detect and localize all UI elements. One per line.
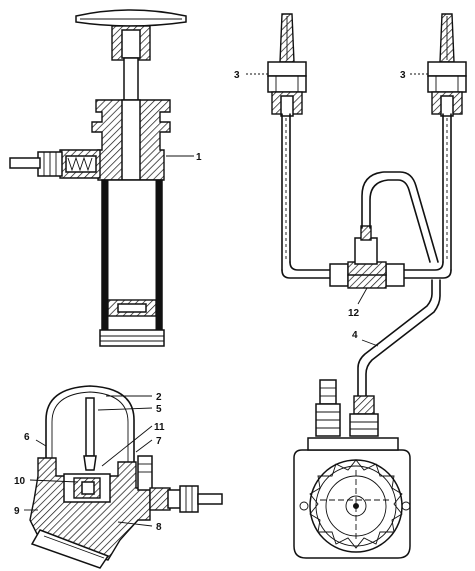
hand-pump bbox=[9, 9, 194, 347]
callout-7: 7 bbox=[156, 436, 162, 447]
supply-fitting bbox=[349, 413, 379, 437]
valve-outlet-nut bbox=[179, 485, 199, 513]
callout-6: 6 bbox=[24, 432, 30, 443]
dip-tube bbox=[85, 397, 95, 457]
callout-9: 9 bbox=[14, 506, 20, 517]
callout-10: 10 bbox=[14, 476, 26, 487]
tee-left-nut bbox=[329, 263, 349, 287]
callout-8: 8 bbox=[156, 522, 162, 533]
glass-dome bbox=[45, 385, 135, 471]
reservoir-assembly bbox=[293, 379, 411, 559]
tee-top-nut bbox=[354, 237, 378, 265]
callout-11: 11 bbox=[154, 422, 165, 433]
callout-5: 5 bbox=[156, 404, 162, 415]
valve-outlet-tube bbox=[197, 493, 223, 505]
tubing-assembly bbox=[246, 13, 467, 399]
pump-base bbox=[99, 329, 165, 347]
loop-tube bbox=[361, 171, 439, 263]
callout-12: 12 bbox=[348, 308, 360, 319]
callout-3-right: 3 bbox=[400, 70, 406, 81]
callout-3-left: 3 bbox=[234, 70, 240, 81]
tee-right-nut bbox=[385, 263, 405, 287]
pump-outlet-nozzle bbox=[9, 157, 41, 169]
callout-2: 2 bbox=[156, 392, 162, 403]
valve-unit bbox=[24, 385, 223, 569]
valve-side-knob bbox=[137, 455, 153, 491]
pump-handle-knob bbox=[75, 9, 187, 27]
callout-4: 4 bbox=[352, 330, 358, 341]
tube-4 bbox=[365, 279, 441, 399]
callout-1: 1 bbox=[196, 152, 202, 163]
